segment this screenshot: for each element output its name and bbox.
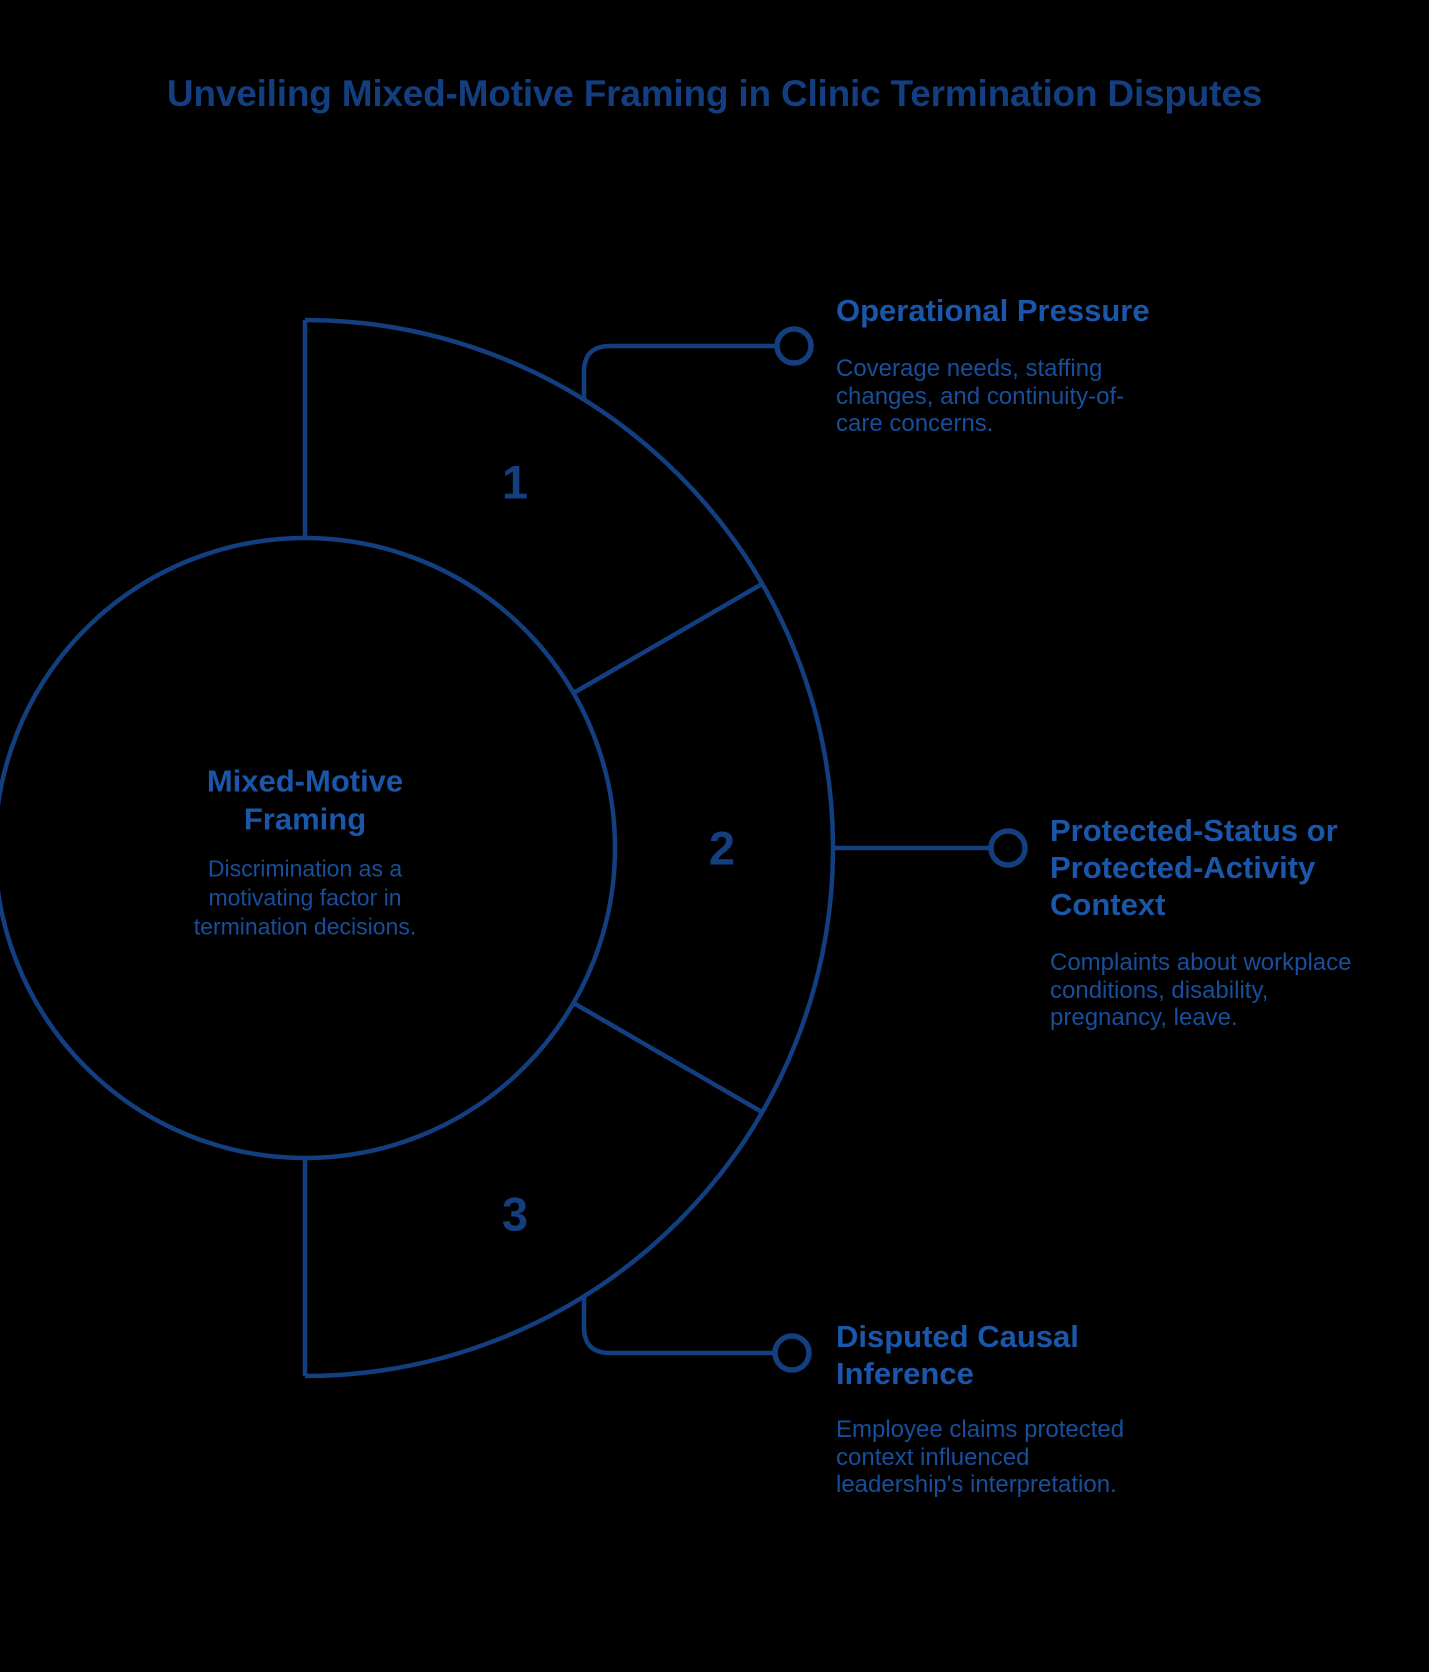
connector-marker-2: [988, 828, 1028, 868]
connector-marker-1: [774, 326, 814, 366]
diagram-title: Unveiling Mixed-Motive Framing in Clinic…: [166, 73, 1263, 114]
divider-segment-1-2: [572, 582, 764, 695]
connector-marker-3: [772, 1333, 812, 1373]
callout-3-heading: Disputed Causal Inference: [836, 1319, 1079, 1391]
connector-line-3: [581, 1295, 775, 1356]
callout-1-heading: Operational Pressure: [836, 293, 1150, 328]
segment-2-number: 2: [708, 821, 736, 875]
center-description: Discrimination as a motivating factor in…: [193, 855, 417, 940]
divider-segment-2-3: [572, 1001, 764, 1114]
center-heading: Mixed-Motive Framing: [206, 763, 404, 837]
callout-protected-status: Protected-Status or Protected-Activity C…: [1050, 812, 1390, 1032]
callout-1-body: Coverage needs, staffing changes, and co…: [836, 355, 1125, 437]
callout-3-body: Employee claims protected context influe…: [836, 1416, 1125, 1498]
center-label: Mixed-Motive Framing Discrimination as a…: [155, 763, 455, 942]
callout-2-heading: Protected-Status or Protected-Activity C…: [1050, 813, 1338, 922]
callout-operational-pressure: Operational Pressure Coverage needs, sta…: [836, 292, 1176, 438]
segment-3-number: 3: [501, 1187, 529, 1241]
callout-2-body: Complaints about workplace conditions, d…: [1050, 949, 1352, 1031]
connector-line-1: [581, 343, 777, 401]
callout-disputed-causal-inference: Disputed Causal Inference Employee claim…: [836, 1318, 1176, 1499]
segment-1-number: 1: [501, 455, 529, 509]
